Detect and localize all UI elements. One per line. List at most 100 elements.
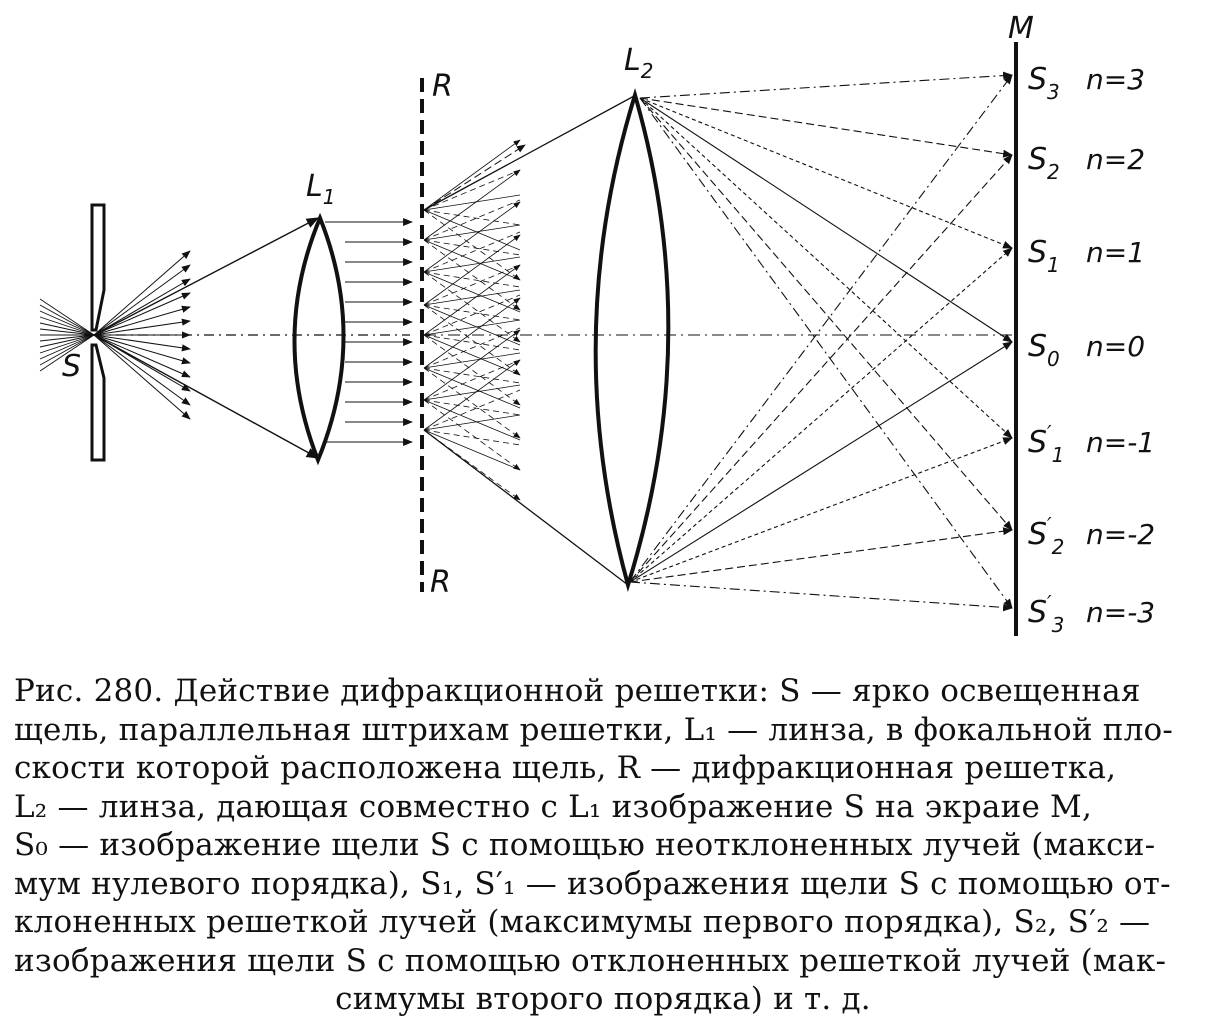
image-label: S′1 — [1028, 421, 1064, 467]
focused-ray — [639, 97, 1013, 343]
caption-line: L₂ — линза, дающая совместно с L₁ изобра… — [14, 788, 1093, 825]
diffracted-ray — [423, 256, 521, 273]
image-label: S′2 — [1028, 513, 1064, 559]
order-label: n=-1 — [1086, 426, 1155, 459]
lens-l2 — [593, 87, 671, 593]
diffracted-ray — [423, 399, 521, 471]
caption-line: изображения щели S с помощью отклоненных… — [14, 942, 1167, 979]
image-label: S0 — [1028, 329, 1060, 371]
diffracted-ray — [423, 329, 521, 401]
source-ray — [93, 264, 191, 336]
screen-label: M — [1008, 11, 1034, 46]
source-rays — [39, 217, 410, 459]
diffracted-ray — [423, 239, 521, 311]
caption-line: щель, параллельная штрихам решетки, L₁ —… — [14, 711, 1174, 748]
diffracted-ray — [423, 429, 521, 446]
source-ray — [93, 334, 191, 365]
diffracted-ray — [423, 304, 521, 376]
grating-label-bottom: R — [430, 565, 451, 600]
image-label: S1 — [1028, 235, 1060, 277]
diffracted-ray — [423, 294, 521, 336]
diffracted-ray — [423, 264, 521, 306]
order-label: n=-3 — [1086, 596, 1155, 629]
diffracted-ray — [423, 429, 521, 471]
focused-ray — [639, 71, 1013, 99]
diffracted-ray — [423, 327, 521, 369]
diffracted-ray — [423, 239, 521, 256]
focused-ray — [639, 97, 1013, 158]
diffracted-ray — [423, 399, 521, 441]
focused-ray — [639, 97, 1013, 249]
diffracted-ray — [423, 389, 521, 431]
diffracted-ray — [423, 201, 521, 273]
diffracted-ray — [423, 384, 521, 401]
diffracted-ray — [423, 304, 521, 346]
diffracted-ray — [423, 169, 521, 211]
focused-ray — [629, 527, 1013, 583]
diffracted-ray — [423, 367, 521, 409]
focused-ray — [629, 581, 1013, 612]
caption-line: симумы второго порядка) и т. д. — [335, 981, 871, 1017]
caption-line: S₀ — изображение щели S с помощью неоткл… — [14, 827, 1156, 863]
diffracted-ray — [423, 352, 521, 369]
incoming-ray — [39, 322, 95, 336]
source-ray — [93, 334, 191, 378]
lens1-label: L1 — [306, 169, 335, 209]
focused-rays — [629, 71, 1013, 612]
diffracted-ray — [423, 199, 521, 241]
figure-caption: Рис. 280. Действие дифракционной решетки… — [14, 672, 1192, 1019]
source-ray — [93, 305, 191, 336]
diffracted-ray — [423, 209, 521, 226]
caption-line: скости которой расположена щель, R — диф… — [14, 750, 1117, 786]
incoming-ray — [39, 316, 95, 336]
diffracted-ray — [423, 139, 521, 211]
lens2-label: L2 — [624, 43, 653, 83]
incoming-ray — [39, 334, 95, 360]
image-label: S3 — [1028, 62, 1060, 104]
focused-ray — [629, 437, 1013, 583]
caption-line: клоненных решеткой лучей (максимумы перв… — [14, 904, 1151, 940]
diffracted-ray — [423, 234, 521, 306]
diffracted-rays — [423, 94, 1012, 586]
incoming-ray — [39, 328, 95, 336]
diffracted-ray — [423, 239, 521, 281]
lens-l1 — [292, 212, 346, 466]
diffracted-ray — [423, 359, 521, 431]
diffracted-ray — [423, 319, 521, 336]
caption-line: Рис. 280. Действие дифракционной решетки… — [14, 673, 1141, 709]
caption-line: мум нулевого порядка), S₁, S′₁ — изображ… — [14, 865, 1171, 902]
incoming-ray — [39, 310, 95, 336]
diffracted-ray — [423, 429, 629, 586]
diffracted-ray — [423, 209, 521, 251]
source-ray — [93, 334, 191, 406]
order-label: n=3 — [1086, 63, 1145, 96]
diffracted-ray — [423, 264, 521, 336]
source-ray — [93, 292, 191, 336]
source-ray — [93, 250, 191, 336]
diffracted-ray — [423, 224, 521, 241]
source-ray — [93, 334, 191, 420]
diffracted-ray — [423, 194, 521, 211]
source-ray — [93, 217, 320, 336]
diffracted-ray — [423, 399, 521, 416]
focused-ray — [629, 341, 1013, 583]
source-ray — [93, 318, 191, 336]
diffracted-ray — [423, 231, 521, 273]
source-ray — [93, 334, 191, 352]
focused-ray — [629, 154, 1013, 583]
diffracted-ray — [423, 144, 526, 211]
diffracted-ray — [423, 304, 521, 321]
incoming-ray — [39, 334, 95, 354]
source-ray — [93, 278, 191, 336]
focused-ray — [639, 97, 1013, 531]
focused-ray — [639, 97, 1013, 609]
diffracted-ray — [423, 414, 521, 431]
diffracted-ray — [423, 271, 521, 288]
incoming-ray — [39, 298, 95, 336]
incoming-ray — [39, 334, 95, 348]
source-ray — [93, 334, 320, 459]
diffracted-ray — [423, 94, 637, 211]
diffracted-ray — [423, 169, 521, 241]
